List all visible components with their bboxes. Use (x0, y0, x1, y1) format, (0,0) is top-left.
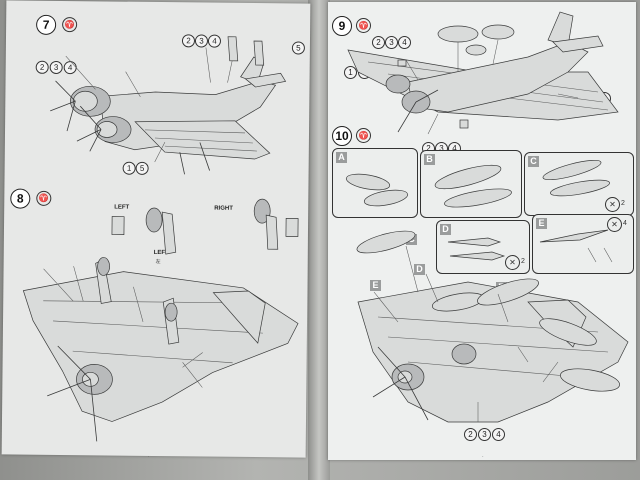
cut-count: 2 (521, 258, 525, 265)
part-number: 1 (344, 66, 357, 79)
instruction-page-left: 7 ♈ 2 3 4 2 3 4 1 5 5 8 ♈ LEFT RIGHT LEF… (1, 0, 311, 460)
cut-count: 2 (621, 200, 625, 207)
glue-icon: ♈ (356, 128, 371, 143)
detail-letter: D (440, 224, 451, 235)
detail-letter: B (424, 154, 435, 165)
step-10-drawings (345, 159, 629, 423)
part-number: 4 (398, 36, 411, 49)
detail-letter: C (528, 156, 539, 167)
step-8-aircraft-drawing (22, 198, 299, 442)
part-number: 2 (372, 36, 385, 49)
decal-letter: D (414, 264, 425, 275)
detail-box-e: E ✕ 4 (532, 214, 634, 274)
page-mark: · (482, 454, 484, 460)
step-10-badge: 10 (332, 126, 352, 146)
detail-box-d: D ✕ 2 (436, 220, 530, 274)
part-number: 4 (492, 428, 505, 441)
cut-icon: ✕ (505, 255, 520, 270)
cut-icon: ✕ (607, 217, 622, 232)
page-mark: · (147, 453, 150, 460)
booklet-spine (308, 0, 330, 480)
part-number: 3 (478, 428, 491, 441)
step-9-badge: 9 (332, 16, 352, 36)
part-number: 2 (464, 428, 477, 441)
decal-letter: E (370, 280, 381, 291)
glue-icon: ♈ (356, 18, 371, 33)
cut-count: 4 (623, 220, 627, 227)
detail-letter: E (536, 218, 547, 229)
part-number: 3 (385, 36, 398, 49)
cut-icon: ✕ (605, 197, 620, 212)
step-9-aircraft-drawing (347, 11, 619, 135)
step-7-aircraft-drawing (50, 36, 287, 175)
instruction-page-right: 9 ♈ 2 3 4 1 5 1 5 2 3 4 10 ♈ A B (328, 2, 636, 460)
detail-letter: A (336, 152, 347, 163)
